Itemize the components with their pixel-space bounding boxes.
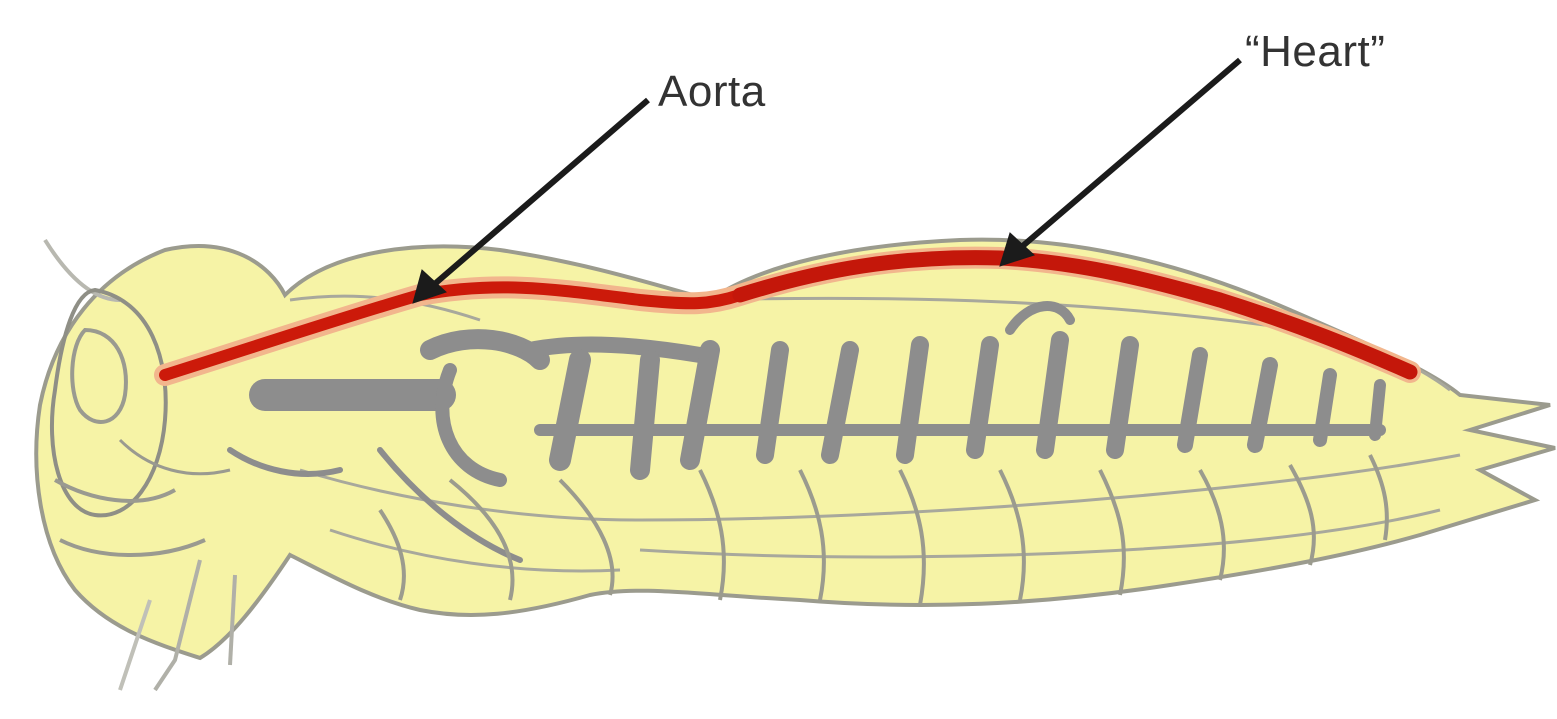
heart-label: “Heart”	[1245, 27, 1385, 76]
aorta-label: Aorta	[658, 67, 766, 116]
heart-arrow-line	[1018, 60, 1240, 250]
body-outline	[36, 240, 1555, 658]
